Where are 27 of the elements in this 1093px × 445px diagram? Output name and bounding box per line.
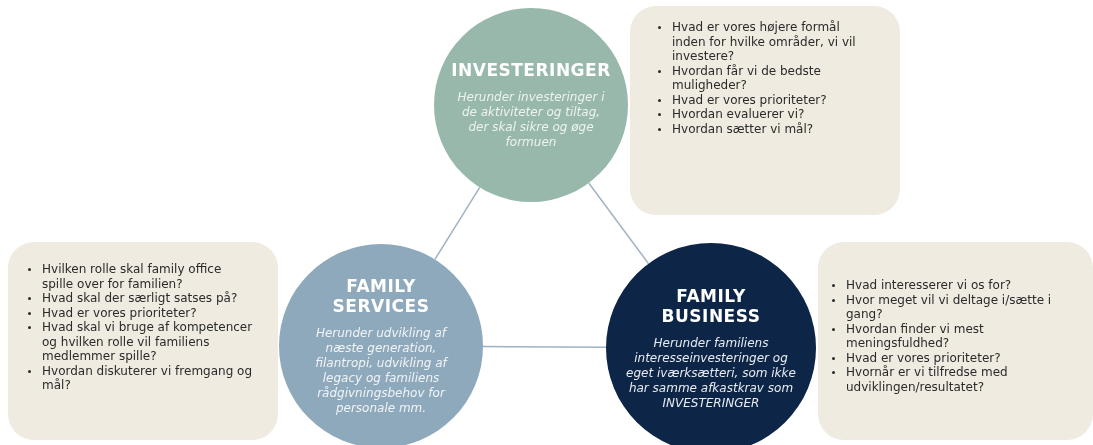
question-text: Hvad er vores prioriteter?: [672, 92, 827, 107]
question-text: Hvilken rolle skal family office spille over for familien?: [42, 262, 222, 291]
topic-title: INVESTERINGER: [450, 60, 612, 80]
question-panel: [8, 242, 278, 440]
connector-line: [434, 186, 481, 261]
question-text: Hvad skal vi bruge af kompetencer og hvilken rolle vil familiens medlemmer spille?: [42, 320, 253, 363]
topic-description: Herunder udvikling af næste generation, filantropi, udvikling af legacy og familiens rådgivningsbehov for personale mm.: [314, 326, 449, 416]
question-text: Hvad er vores prioriteter?: [42, 305, 197, 320]
question-text: Hvad interesserer vi os for?: [846, 278, 1012, 292]
question-text: Hvordan evaluerer vi?: [672, 107, 805, 121]
question-text: Hvad er vores prioriteter?: [846, 350, 1001, 365]
question-text: Hvad er vores højere formål inden for hvilke områder, vi vil investere?: [672, 20, 856, 63]
topic-description: Herunder investeringer i de aktiviteter og tiltag, der skal sikre og øge formuen: [456, 90, 606, 150]
topic-title: FAMILY BUSINESS: [660, 285, 762, 326]
question-text: Hvordan får vi de bedste muligheder?: [672, 63, 821, 92]
question-text: Hvordan sætter vi mål?: [672, 121, 814, 136]
connector-line: [588, 182, 650, 265]
question-text: Hvordan finder vi mest meningsfuldhed?: [846, 321, 984, 350]
question-panel: [630, 6, 900, 215]
question-text: Hvad skal der særligt satses på?: [42, 291, 238, 305]
question-text: Hvor meget vil vi deltage i/sætte i gang?: [846, 292, 1052, 321]
question-text: Hvordan diskuterer vi fremgang og mål?: [42, 363, 253, 392]
topic-description: Herunder familiens interesseinvesteringer og eget iværksætteri, som ikke har samme afkastkrav som INVESTERINGER: [625, 335, 797, 411]
connector-line: [482, 345, 607, 349]
question-text: Hvornår er vi tilfredse med udviklingen/resultatet?: [846, 365, 1008, 394]
topic-title: FAMILY SERVICES: [331, 276, 431, 316]
question-panel: [818, 242, 1093, 440]
